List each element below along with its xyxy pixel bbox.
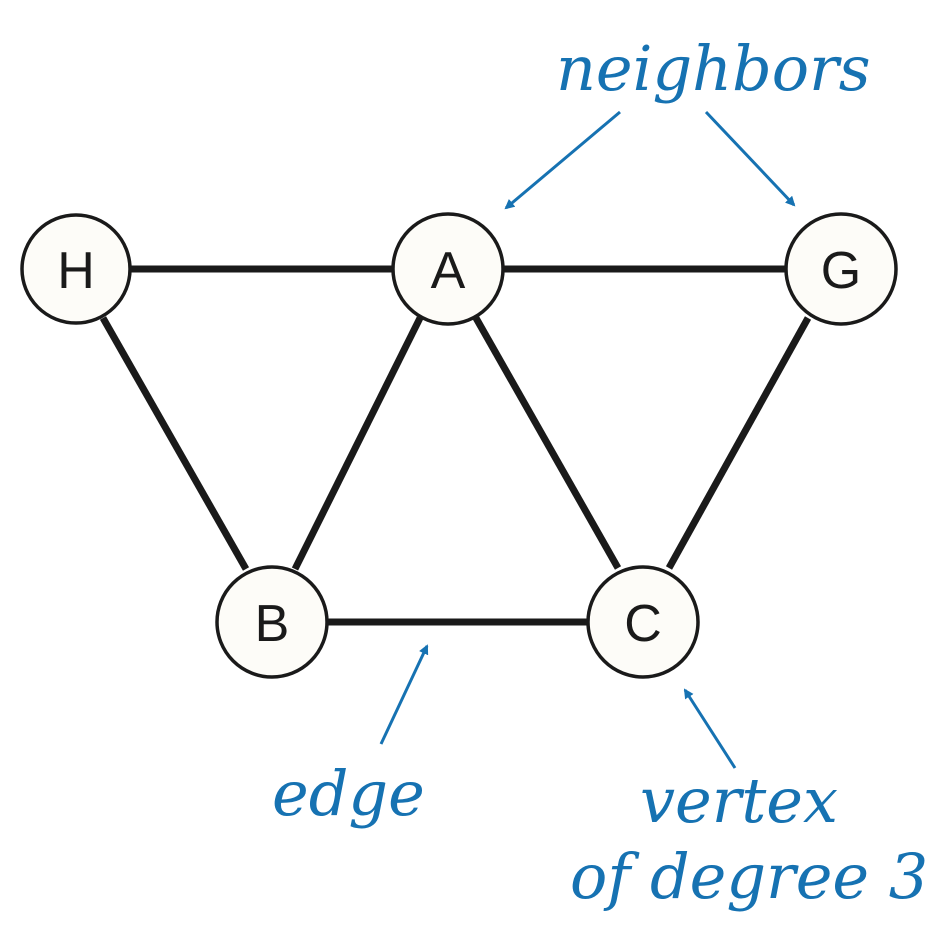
node-A-label: A (431, 242, 466, 300)
vertex-label-line1: vertex (640, 764, 838, 837)
edge-arrow (379, 644, 429, 745)
node-B-label: B (255, 595, 290, 653)
edge-G-C (665, 316, 812, 570)
edge-A-B (291, 316, 424, 571)
node-H-label: H (57, 242, 95, 300)
neighbors-arrow-right (704, 110, 796, 207)
edge-label: edge (272, 757, 425, 830)
node-B: B (215, 565, 329, 679)
node-G: G (784, 212, 898, 326)
vertex-arrow (683, 688, 737, 769)
node-G-circle (784, 212, 898, 326)
node-B-circle (215, 565, 329, 679)
node-A-circle (391, 212, 505, 326)
node-H: H (20, 213, 132, 325)
neighbors-arrow-left (504, 110, 621, 210)
node-C-circle (586, 565, 700, 679)
vertex-label-line2: of degree 3 (570, 840, 928, 913)
neighbors-label: neighbors (556, 32, 871, 105)
node-A: A (391, 212, 505, 326)
node-H-circle (20, 213, 132, 325)
edge-H-B (99, 316, 250, 571)
edge-A-C (472, 316, 622, 570)
edges-group (99, 265, 812, 626)
node-C-label: C (624, 595, 662, 653)
node-G-label: G (821, 242, 861, 300)
node-C: C (586, 565, 700, 679)
